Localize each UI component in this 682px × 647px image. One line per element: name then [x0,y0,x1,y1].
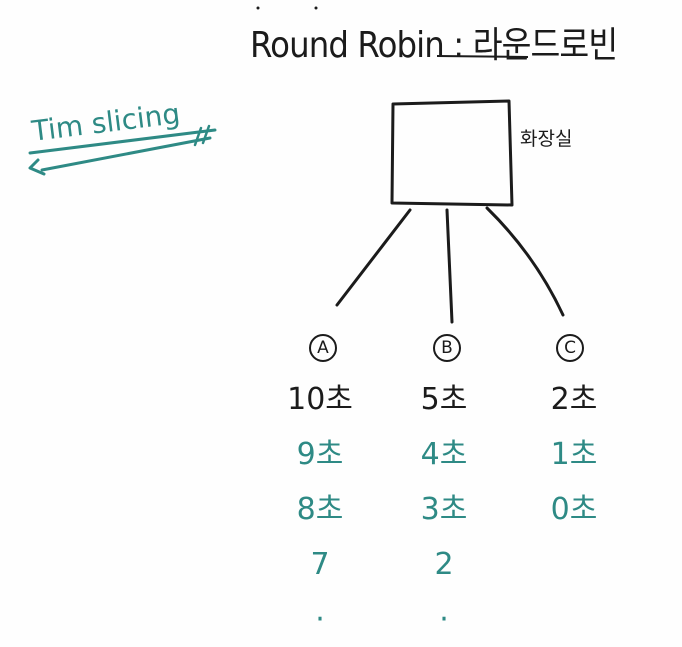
diagram-drawing [28,6,565,324]
title-underline [436,55,529,58]
process-c-circle: C [556,334,584,362]
annotation-arrowhead [28,158,46,176]
process-a-label: A [317,338,329,358]
process-b-step: 2 [434,547,454,582]
process-a-initial: 10초 [287,382,353,417]
process-b-column: 5초 4초 3초 2 · [409,372,479,647]
process-b-step: 4초 [420,437,468,472]
process-a-step: 8초 [296,492,344,527]
process-b-step: 3초 [420,492,468,527]
process-b-circle: B [433,334,461,362]
process-a-circle: A [309,334,337,362]
process-c-step: 1초 [550,437,598,472]
process-c-label: C [564,338,576,358]
resource-box [390,99,514,207]
ink-dot [256,6,260,10]
process-a-step: · [315,602,325,637]
whiteboard-canvas: Round Robin : 라운드로빈 Tim slicing 화장실 A 10… [28,6,618,637]
process-c-step: 0초 [550,492,598,527]
connector-line-a [335,208,412,307]
connector-line-c [485,206,565,317]
process-b-initial: 5초 [420,382,468,417]
process-c-initial: 2초 [550,382,598,417]
ink-dot [314,6,318,10]
process-a-column: 10초 9초 8초 7 · [285,372,355,647]
resource-label: 화장실 [520,128,573,150]
process-b-label: B [441,338,453,358]
connector-line-b [445,208,454,324]
process-b-step: · [439,602,449,637]
process-a-step: 7 [310,547,330,582]
process-a-step: 9초 [296,437,344,472]
process-c-column: 2초 1초 0초 [539,372,609,537]
annotation-underline [28,128,217,155]
annotation-tick-marks [193,124,211,147]
annotation-underline [40,136,212,172]
page-title: Round Robin : 라운드로빈 [250,25,618,66]
